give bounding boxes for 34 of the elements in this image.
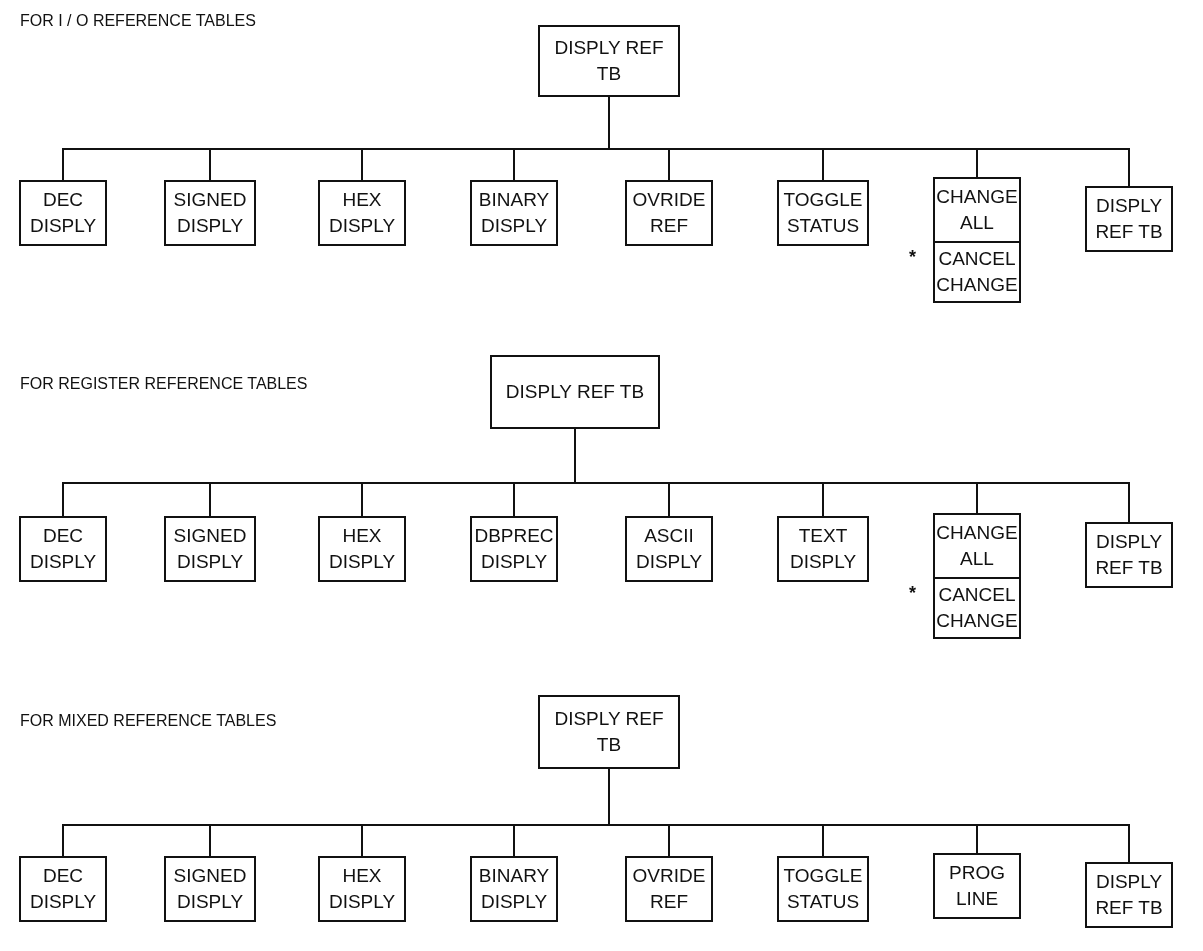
menu-box: SIGNED DISPLY [164,180,256,246]
menu-box: CANCEL CHANGE [933,577,1021,639]
menu-box: SIGNED DISPLY [164,516,256,582]
menu-box: SIGNED DISPLY [164,856,256,922]
menu-box: BINARY DISPLY [470,180,558,246]
menu-box: TOGGLE STATUS [777,180,869,246]
menu-box: BINARY DISPLY [470,856,558,922]
menu-box: DBPREC DISPLY [470,516,558,582]
section-heading: FOR I / O REFERENCE TABLES [20,12,256,30]
menu-box: PROG LINE [933,853,1021,919]
menu-box: DISPLY REF TB [538,25,680,97]
menu-box: HEX DISPLY [318,856,406,922]
menu-box: CHANGE ALL [933,513,1021,579]
menu-box: DEC DISPLY [19,180,107,246]
menu-box: ASCII DISPLY [625,516,713,582]
menu-box: DISPLY REF TB [1085,522,1173,588]
footnote-mark: * [909,583,916,604]
menu-box: DISPLY REF TB [1085,862,1173,928]
menu-box: OVRIDE REF [625,856,713,922]
menu-box: HEX DISPLY [318,180,406,246]
menu-box: OVRIDE REF [625,180,713,246]
menu-box: CANCEL CHANGE [933,241,1021,303]
section-heading: FOR REGISTER REFERENCE TABLES [20,375,308,393]
menu-box: TEXT DISPLY [777,516,869,582]
menu-box: DISPLY REF TB [490,355,660,429]
menu-box: HEX DISPLY [318,516,406,582]
menu-box: DISPLY REF TB [538,695,680,769]
section-heading: FOR MIXED REFERENCE TABLES [20,712,277,730]
menu-box: DEC DISPLY [19,856,107,922]
menu-box: DEC DISPLY [19,516,107,582]
menu-box: DISPLY REF TB [1085,186,1173,252]
menu-box: TOGGLE STATUS [777,856,869,922]
menu-box: CHANGE ALL [933,177,1021,243]
footnote-mark: * [909,247,916,268]
